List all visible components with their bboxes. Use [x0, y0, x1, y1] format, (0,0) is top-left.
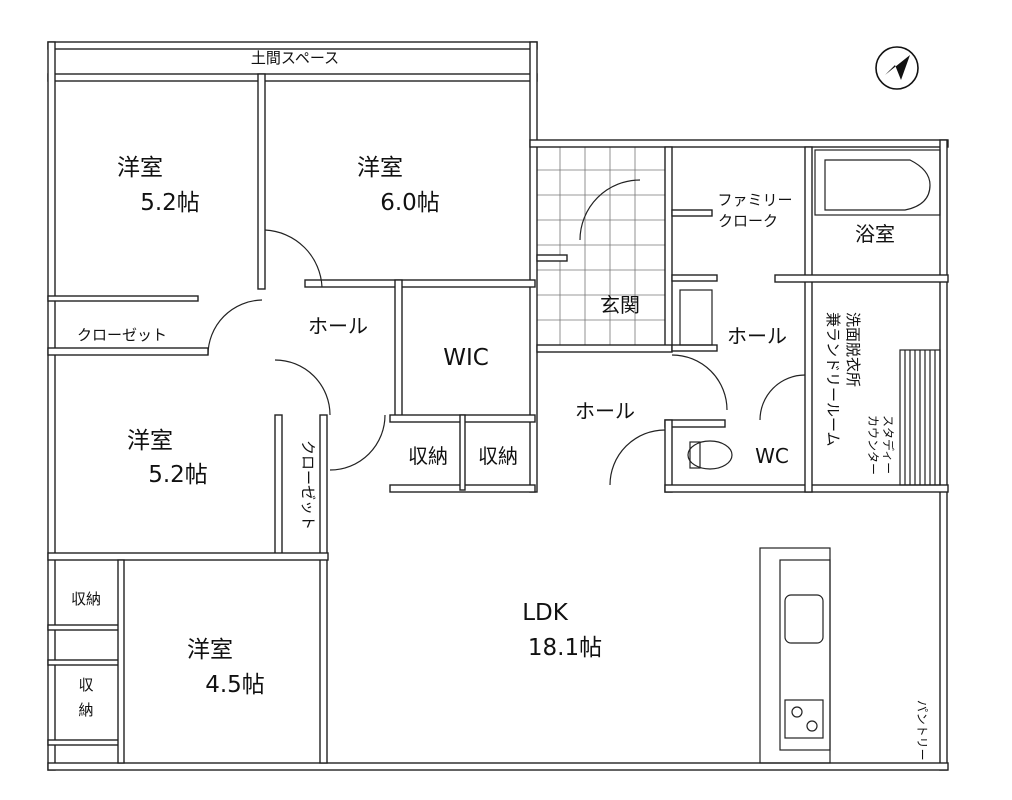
wc-label: WC	[755, 444, 789, 468]
room-ldk-name: LDK	[522, 600, 569, 626]
toilet	[687, 440, 733, 470]
study-counter	[899, 349, 941, 486]
room-western2-name: 洋室	[357, 155, 403, 181]
room-western1-size: 5.2帖	[140, 190, 200, 216]
storage2-label: 収納	[478, 444, 518, 468]
doma-label: 土間スペース	[251, 49, 339, 67]
room-western4-name: 洋室	[187, 637, 233, 663]
hall2-label: ホール	[575, 399, 635, 423]
door-swings	[207, 179, 806, 486]
washroom-label-1: 洗面脱衣所	[844, 312, 862, 387]
bath-label: 浴室	[855, 222, 895, 246]
room-western4-size: 4.5帖	[205, 672, 265, 698]
washroom-label-2: 兼ランドリールーム	[824, 312, 842, 447]
storage4-label-top: 収	[78, 676, 93, 694]
hall1-label: ホール	[308, 314, 368, 338]
entrance-label: 玄関	[600, 293, 640, 317]
kitchen-counter	[759, 547, 831, 764]
wic-label: WIC	[443, 345, 489, 371]
storage3-label: 収納	[71, 590, 101, 608]
family-closet-label-1: ファミリー	[717, 191, 792, 209]
shoe-cabinet	[679, 289, 713, 346]
closet2-label: クローゼット	[299, 440, 317, 530]
room-western1-name: 洋室	[117, 155, 163, 181]
north-arrow-icon	[875, 46, 919, 90]
hall3-label: ホール	[727, 324, 787, 348]
storage4-label-bottom: 納	[78, 701, 93, 719]
room-western3-name: 洋室	[127, 428, 173, 454]
storage1-label: 収納	[408, 444, 448, 468]
room-ldk-size: 18.1帖	[528, 635, 602, 661]
walls	[47, 41, 949, 771]
room-western3-size: 5.2帖	[148, 462, 208, 488]
bathtub	[814, 149, 941, 216]
pantry-label: パントリー	[915, 700, 929, 761]
room-western2-size: 6.0帖	[380, 190, 440, 216]
study-label-1: スタディー	[881, 415, 896, 474]
closet1-label: クローゼット	[77, 326, 167, 344]
family-closet-label-2: クローク	[718, 212, 778, 230]
study-label-2: カウンター	[866, 415, 880, 475]
